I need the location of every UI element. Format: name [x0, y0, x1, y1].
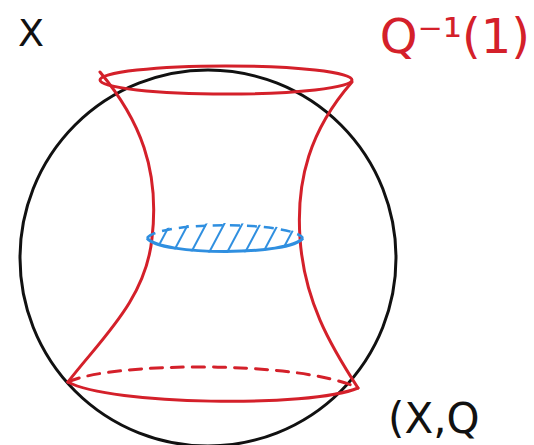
hatched-disk: [147, 215, 303, 262]
pair-label: (X,Q: [388, 398, 480, 440]
space-circle: [20, 70, 396, 445]
hyperboloid: [68, 66, 358, 401]
level-set-label: Q⁻¹(1): [380, 12, 530, 60]
space-label: X: [18, 14, 44, 52]
